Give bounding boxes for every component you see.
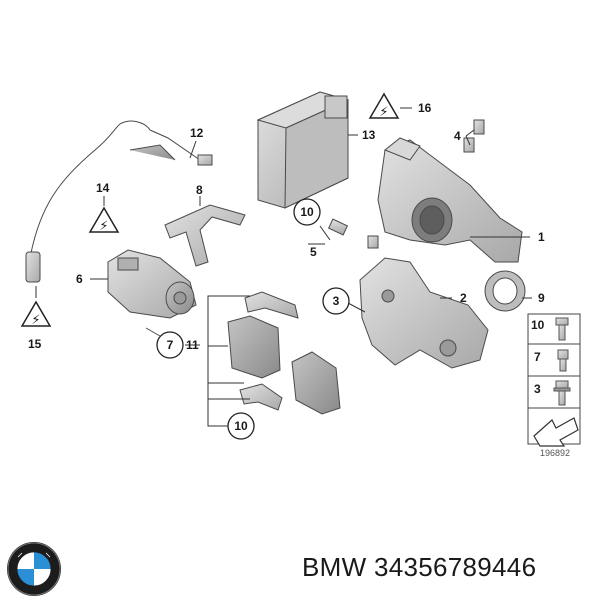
callout-4: 4: [454, 129, 461, 143]
svg-text:⚡: ⚡: [31, 313, 40, 328]
callout-10b: 10: [234, 419, 248, 433]
guide-pin-bolts: [327, 218, 379, 249]
caliper-carrier: [359, 257, 489, 369]
callout-14: 14: [96, 181, 110, 195]
warning-icon-16: ⚡: [368, 92, 400, 120]
pad-springs: [239, 291, 299, 411]
brake-pad-outer: [291, 351, 341, 415]
bolt-icon: [555, 317, 569, 341]
circle-callout-3: [322, 287, 350, 315]
socket-screw-icon: [557, 349, 569, 372]
caliper-housing: [377, 137, 523, 263]
callout-10a: 10: [300, 205, 314, 219]
bleeder-valve: [463, 119, 485, 153]
doc-number: 196892: [540, 448, 570, 458]
callout-9: 9: [538, 291, 545, 305]
flange-bolt-icon: [553, 380, 571, 406]
group-bracket-11: [207, 295, 250, 427]
svg-text:⚡: ⚡: [379, 105, 388, 120]
legend-label-3: 3: [534, 382, 541, 396]
part-caption: BMW 34356789446: [302, 552, 537, 582]
circle-callout-10a: [293, 198, 321, 226]
callout-13: 13: [362, 128, 376, 142]
bmw-logo: [7, 542, 61, 596]
warning-icon-14: ⚡: [88, 206, 120, 234]
callout-5: 5: [310, 245, 317, 259]
control-unit: [256, 91, 350, 209]
parking-brake-actuator: [107, 249, 197, 337]
callout-3: 3: [333, 294, 340, 308]
svg-text:⚡: ⚡: [99, 219, 108, 234]
warning-icon-15: ⚡: [20, 300, 52, 328]
callout-11: 11: [186, 338, 199, 352]
callout-15: 15: [28, 337, 42, 351]
brake-pad-inner: [227, 315, 281, 379]
leader-lines: [35, 107, 532, 346]
callout-8: 8: [196, 183, 203, 197]
legend-label-10: 10: [531, 318, 545, 332]
legend-label-7: 7: [534, 350, 541, 364]
callout-16: 16: [418, 101, 432, 115]
callout-2: 2: [460, 291, 467, 305]
circle-callout-7: [156, 331, 184, 359]
circle-callout-10b: [227, 412, 255, 440]
callout-7: 7: [167, 338, 174, 352]
bracket: [164, 204, 246, 267]
callout-6: 6: [76, 272, 83, 286]
callout-12: 12: [190, 126, 204, 140]
fastener-legend: 10 7 3: [527, 313, 581, 447]
wear-sensor-cable: [25, 120, 213, 283]
arrow-icon: [533, 417, 579, 447]
callout-1: 1: [538, 230, 545, 244]
seal-ring: [484, 270, 526, 312]
